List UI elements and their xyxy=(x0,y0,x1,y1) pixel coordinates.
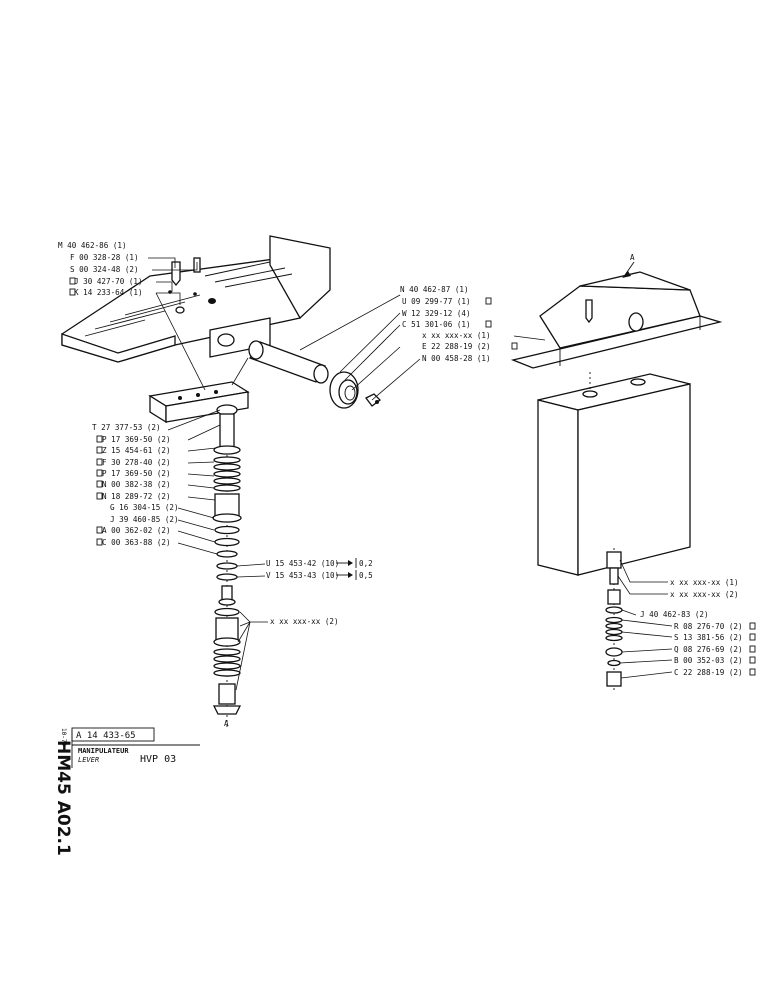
shaft-leaders xyxy=(299,294,421,401)
left-stack-leaders xyxy=(167,409,268,691)
label-m-40-462-86: M 40 462-86 (1) xyxy=(58,241,127,250)
label-shim-05: 0,5 xyxy=(359,571,373,580)
label-shim-02: 0,2 xyxy=(359,559,373,568)
label-p-17-369-50-a: P 17 369-50 (2) xyxy=(102,435,171,444)
title-en: LEVER xyxy=(78,756,99,764)
drawing-code: HM45 A02.1 xyxy=(53,740,73,856)
label-n-40-462-87: N 40 462-87 (1) xyxy=(400,285,469,294)
label-w-12-329-12: W 12 329-12 (4) xyxy=(402,309,471,318)
label-c-00-363-88: C 00 363-88 (2) xyxy=(102,538,171,547)
label-x-xx-xxx-xx-2: x xx xxx-xx (2) xyxy=(270,617,339,626)
label-n-00-382-38: N 00 382-38 (2) xyxy=(102,480,171,489)
label-s-00-324-48: S 00 324-48 (2) xyxy=(70,265,139,274)
label-u-15-453-42: U 15 453-42 (10) xyxy=(266,559,339,568)
housing-body xyxy=(537,372,691,576)
pedal-plate xyxy=(61,235,331,363)
label-b-00-352-03: B 00 352-03 (2) xyxy=(674,656,743,665)
label-v-15-453-43: V 15 453-43 (10) xyxy=(266,571,339,580)
label-f-00-328-28: F 00 328-28 (1) xyxy=(70,253,139,262)
label-j-39-460-85: J 39 460-85 (2) xyxy=(110,515,179,524)
right-stack-leaders xyxy=(617,559,673,679)
label-j-30-427-70: J 30 427-70 (1) xyxy=(74,277,143,286)
label-c-51-301-06: C 51 301-06 (1) xyxy=(402,320,471,329)
label-k-14-233-64: K 14 233-64 (1) xyxy=(74,288,143,297)
label-n-18-289-72: N 18 289-72 (2) xyxy=(102,492,171,501)
label-right-x-1: x xx xxx-xx (1) xyxy=(670,578,739,587)
grease-nipple xyxy=(365,393,381,407)
label-e-22-288-19: E 22 288-19 (2) xyxy=(422,342,491,351)
label-u-09-299-77: U 09 299-77 (1) xyxy=(402,297,471,306)
label-section-a-top: A xyxy=(630,253,635,262)
marker-boxes xyxy=(69,277,756,676)
label-g-16-304-15: G 16 304-15 (2) xyxy=(110,503,179,512)
shaft xyxy=(248,340,329,384)
pedal-block xyxy=(148,381,250,424)
label-z-15-454-61: Z 15 454-61 (2) xyxy=(102,446,171,455)
label-j-40-462-83: J 40 462-83 (2) xyxy=(640,610,709,619)
model-code: HVP 03 xyxy=(140,754,176,765)
right-valve-stack xyxy=(605,548,623,690)
drawing-ref: A 14 433-65 xyxy=(76,731,136,741)
label-right-x-2: x xx xxx-xx (2) xyxy=(670,590,739,599)
bushing xyxy=(329,371,359,409)
label-n-00-458-28: N 00 458-28 (1) xyxy=(422,354,491,363)
pedal-leaders xyxy=(148,257,249,391)
label-p-17-369-50-b: P 17 369-50 (2) xyxy=(102,469,171,478)
shim-arrow-v xyxy=(336,570,357,580)
label-s-13-381-56: S 13 381-56 (2) xyxy=(674,633,743,642)
housing-leaders xyxy=(513,335,546,341)
label-t-27-377-53: T 27 377-53 (2) xyxy=(92,423,161,432)
label-r-08-276-70: R 08 276-70 (2) xyxy=(674,622,743,631)
label-section-a-bottom: A xyxy=(224,719,229,728)
housing-bracket xyxy=(510,261,723,369)
label-a-00-362-02: A 00 362-02 (2) xyxy=(102,526,171,535)
label-c-22-288-19: C 22 288-19 (2) xyxy=(674,668,743,677)
title-block: HM45 A02.1 10-79 A 14 433-65 MANIPULATEU… xyxy=(53,727,200,856)
label-q-08-276-69: Q 08 276-69 (2) xyxy=(674,645,743,654)
label-x-xx-xxx-xx-1: x xx xxx-xx (1) xyxy=(422,331,491,340)
left-valve-stack xyxy=(212,404,242,730)
title-fr: MANIPULATEUR xyxy=(78,747,129,755)
shim-arrow-u xyxy=(336,558,357,568)
drawing-date: 10-79 xyxy=(60,728,67,746)
label-f-30-278-40: F 30 278-40 (2) xyxy=(102,458,171,467)
